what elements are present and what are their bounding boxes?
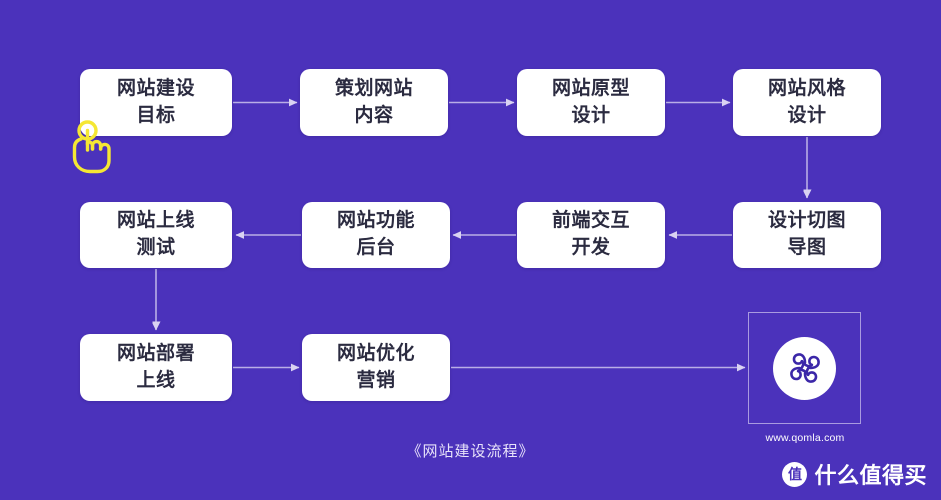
node-line-1: 网站部署: [116, 342, 195, 364]
smzdm-badge-icon: 值: [782, 461, 808, 487]
node-line-1: 网站优化: [336, 342, 415, 364]
flow-node-launch-test[interactable]: 网站上线 测试: [80, 202, 232, 268]
node-line-2: 设计: [571, 104, 611, 126]
flow-node-plan-content[interactable]: 策划网站 内容: [300, 69, 448, 136]
flow-node-backend-features[interactable]: 网站功能 后台: [302, 202, 450, 268]
node-line-1: 策划网站: [334, 77, 413, 99]
logo-card[interactable]: [748, 312, 861, 424]
node-line-1: 网站功能: [336, 210, 415, 232]
watermark-text: 什么值得买: [814, 463, 927, 488]
node-line-2: 设计: [787, 104, 827, 126]
logo-disc: [773, 336, 836, 400]
diagram-caption: 《网站建设流程》: [406, 443, 535, 460]
node-line-1: 网站原型: [551, 77, 630, 99]
flow-node-website-goal[interactable]: 网站建设 目标: [80, 69, 232, 136]
flow-node-design-slicing[interactable]: 设计切图 导图: [733, 202, 881, 268]
node-line-2: 内容: [354, 104, 394, 126]
watermark: 值 什么值得买: [782, 458, 927, 490]
qomla-knot-icon: [789, 353, 820, 383]
flow-node-prototype-design[interactable]: 网站原型 设计: [517, 69, 665, 136]
node-line-1: 设计切图: [767, 210, 846, 232]
node-line-2: 营销: [356, 369, 396, 391]
flow-node-deploy-online[interactable]: 网站部署 上线: [80, 334, 232, 401]
node-line-2: 测试: [136, 237, 176, 258]
node-line-1: 网站风格: [767, 77, 846, 99]
logo-url-text: www.qomla.com: [765, 432, 845, 444]
node-line-2: 开发: [571, 237, 611, 258]
node-line-2: 上线: [136, 369, 176, 391]
node-line-1: 网站建设: [116, 77, 195, 99]
node-line-2: 导图: [787, 237, 827, 258]
node-line-2: 目标: [136, 104, 176, 126]
node-line-2: 后台: [356, 237, 396, 258]
flow-node-style-design[interactable]: 网站风格 设计: [733, 69, 881, 136]
flow-node-optimize-marketing[interactable]: 网站优化 营销: [302, 334, 450, 401]
tap-hand-cursor-icon: [72, 120, 111, 174]
flow-node-frontend-dev[interactable]: 前端交互 开发: [517, 202, 665, 268]
node-line-1: 网站上线: [116, 210, 195, 232]
node-line-1: 前端交互: [551, 210, 630, 232]
